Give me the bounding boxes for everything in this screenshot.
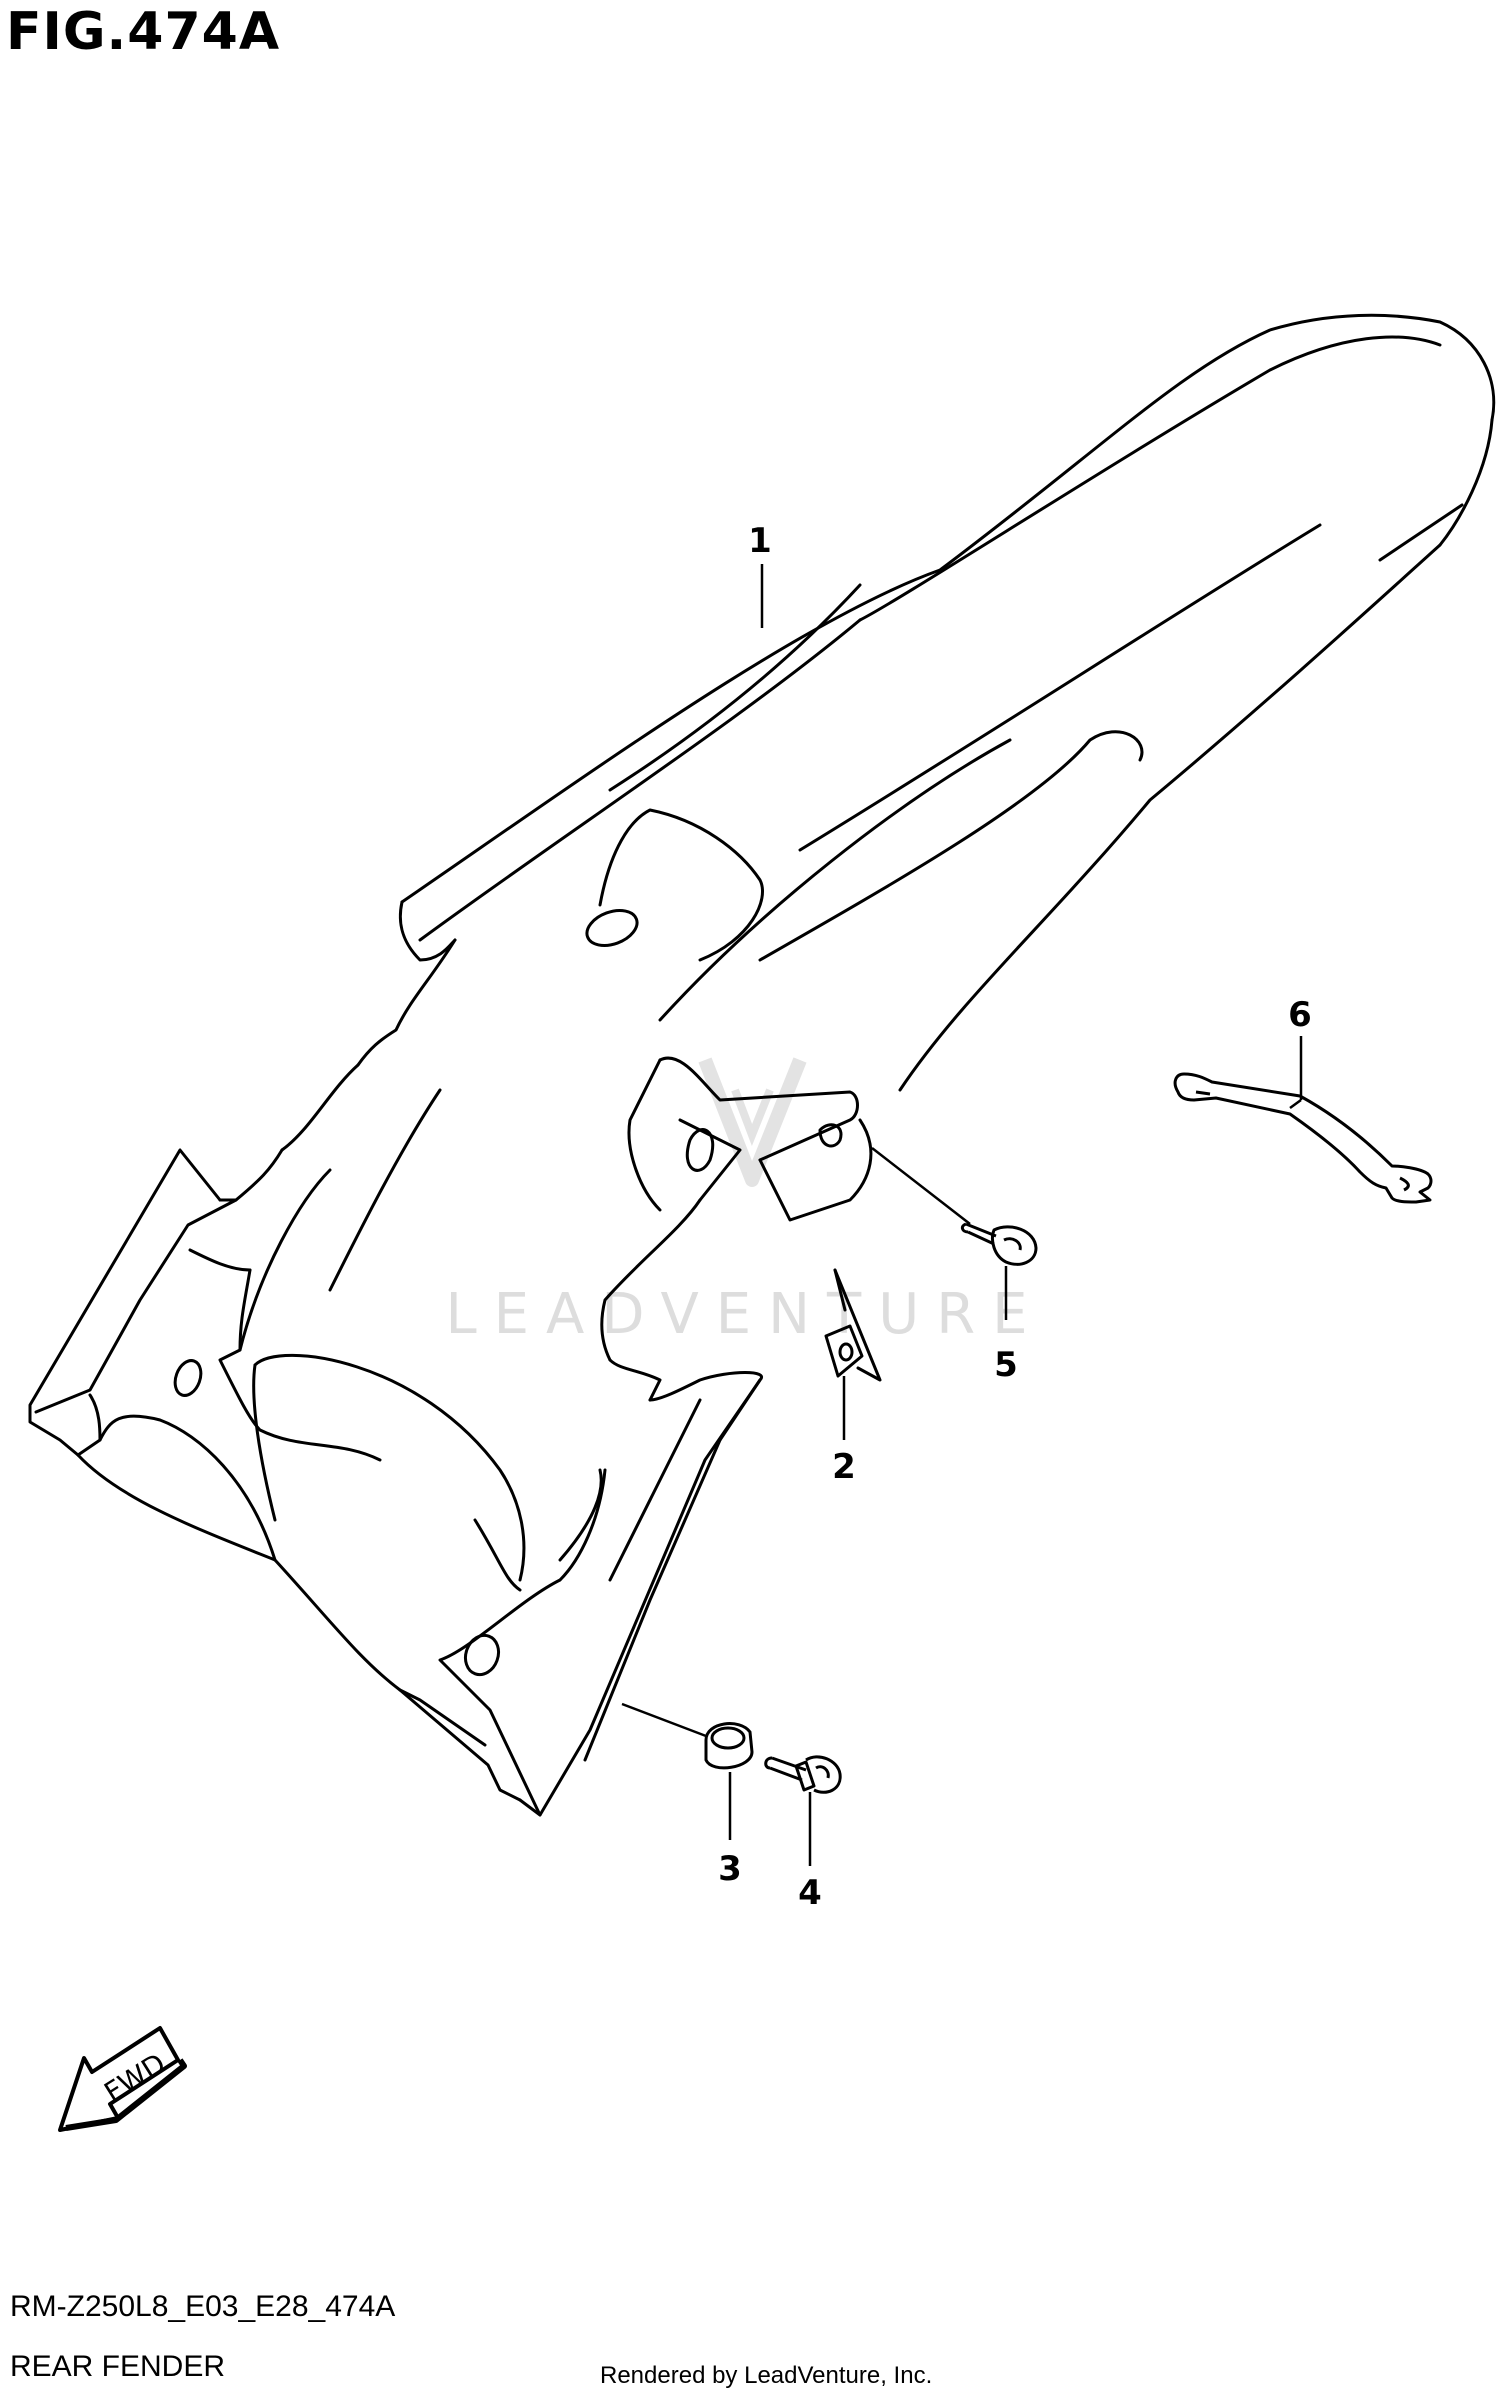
rear-fender-drawing — [28, 313, 1496, 1817]
callout-6-label: 6 — [1288, 995, 1312, 1035]
leadventure-watermark: LEADVENTURE — [445, 1057, 1044, 1347]
model-code: RM-Z250L8_E03_E28_474A — [10, 2290, 396, 2323]
part-3-washer-drawing — [704, 1722, 754, 1770]
callout-2-label: 2 — [832, 1447, 856, 1487]
callout-numbers: 1 2 3 4 5 6 — [718, 521, 1312, 1913]
part-6-clamp-drawing — [1173, 1072, 1433, 1204]
part-2-nut-drawing — [824, 1324, 864, 1378]
leader-lines — [621, 564, 1303, 1866]
fwd-direction-arrow: FWD — [58, 2026, 187, 2132]
part-5-bolt-drawing — [960, 1222, 1038, 1266]
callout-5-label: 5 — [994, 1345, 1018, 1385]
render-credit: Rendered by LeadVenture, Inc. — [600, 2362, 933, 2389]
callout-3-label: 3 — [718, 1849, 742, 1889]
figure-title: FIG.474A — [6, 2, 281, 62]
watermark-text: LEADVENTURE — [445, 1282, 1044, 1347]
callout-4-label: 4 — [798, 1873, 822, 1913]
callout-1-label: 1 — [748, 521, 772, 561]
section-name: REAR FENDER — [10, 2350, 226, 2383]
part-4-bolt-drawing — [764, 1755, 842, 1794]
